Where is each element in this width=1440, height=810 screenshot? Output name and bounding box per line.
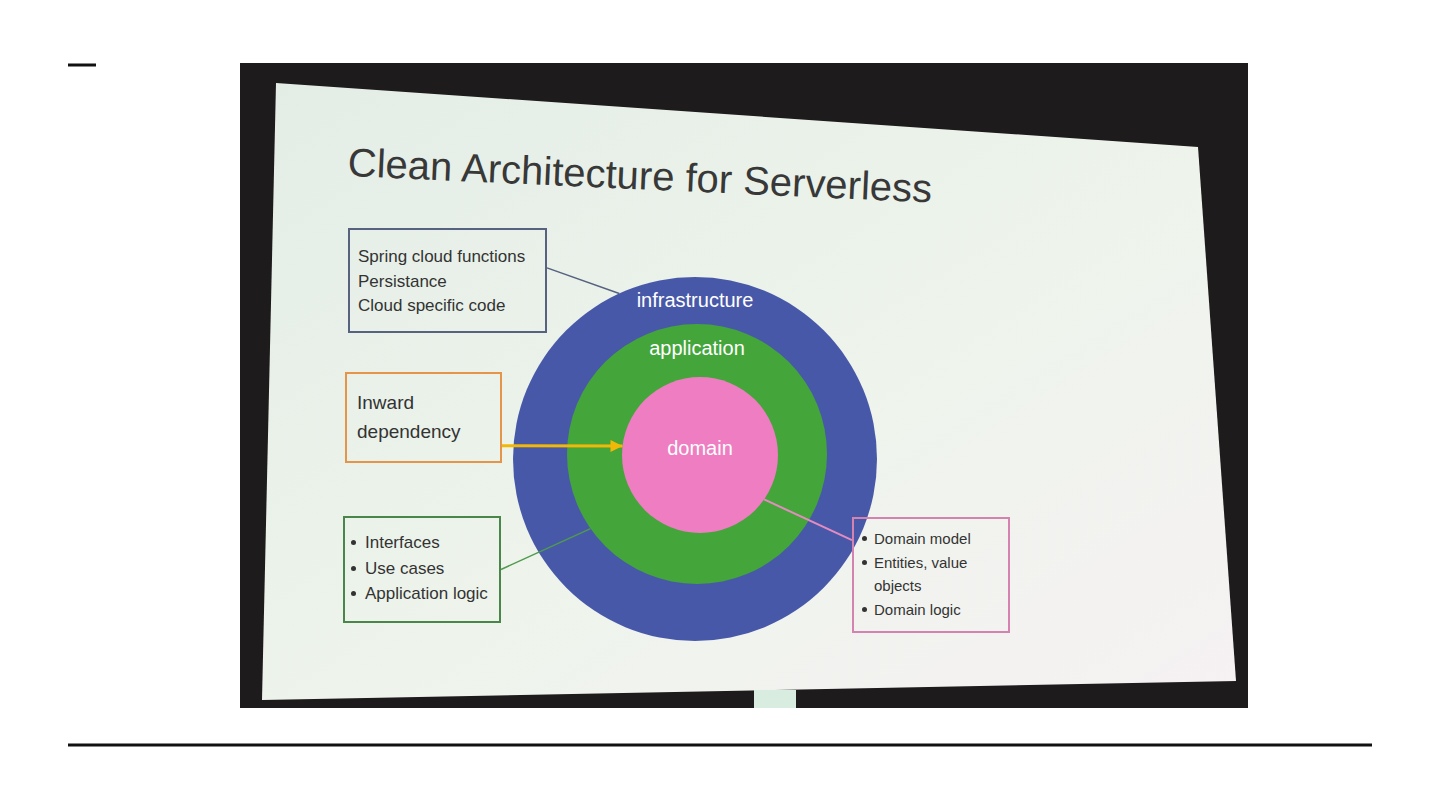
callout-text: Inward dependency <box>357 388 488 446</box>
text-line: Cloud specific code <box>358 294 535 319</box>
text-line: application <box>649 336 745 360</box>
callout-text: Persistance <box>358 270 535 295</box>
core-circle: domain <box>622 377 778 533</box>
callout-text: Domain model <box>874 527 971 551</box>
bullet-item: Domain logic <box>862 598 1000 622</box>
text-line: domain <box>667 436 733 460</box>
text-line: Spring cloud functions <box>358 245 535 270</box>
bullet-dot <box>862 560 867 565</box>
layer-circle: application domain <box>567 324 827 584</box>
bullet-item: Interfaces <box>351 530 489 556</box>
bullet-item: Use cases <box>351 556 489 582</box>
circle-fill <box>567 324 827 584</box>
bullet-dot <box>862 536 867 541</box>
rule-line <box>68 744 1372 747</box>
circle-fill <box>622 377 778 533</box>
layer-label: infrastructure <box>637 288 754 312</box>
bullet-item: Entities, value objects <box>862 551 1000 598</box>
exit-sign <box>754 690 796 708</box>
callout-text: Spring cloud functions <box>358 245 535 270</box>
bullet-item: Application logic <box>351 581 489 607</box>
text-line: Persistance <box>358 270 535 295</box>
text-line: Inward dependency <box>357 388 488 446</box>
callout-text: Application logic <box>365 581 488 607</box>
callout-box: Spring cloud functionsPersistanceCloud s… <box>348 228 547 333</box>
bullet-item: Domain model <box>862 527 1000 551</box>
callout-box: InterfacesUse casesApplication logic <box>343 516 501 623</box>
callout-box: Domain modelEntities, value objectsDomai… <box>852 517 1010 633</box>
layer-circle: infrastructure application domain <box>513 277 877 641</box>
slide-surface <box>262 83 1236 700</box>
layer-label: domain <box>667 436 733 460</box>
callout-text: Entities, value objects <box>874 551 1000 598</box>
circle-fill <box>513 277 877 641</box>
callout-text: Use cases <box>365 556 444 582</box>
dash-mark <box>68 64 96 67</box>
callout-text: Interfaces <box>365 530 440 556</box>
layer-label: application <box>649 336 745 360</box>
bullet-dot <box>862 607 867 612</box>
leader-line <box>547 268 619 294</box>
dependency-arrow <box>502 444 623 447</box>
bullet-dot <box>351 540 356 545</box>
screen-frame <box>240 63 1248 708</box>
callout-text: Domain logic <box>874 598 961 622</box>
bullet-dot <box>351 591 356 596</box>
callout-box: Inward dependency <box>345 372 502 463</box>
bullet-dot <box>351 566 356 571</box>
callout-text: Cloud specific code <box>358 294 535 319</box>
text-line: infrastructure <box>637 288 754 312</box>
